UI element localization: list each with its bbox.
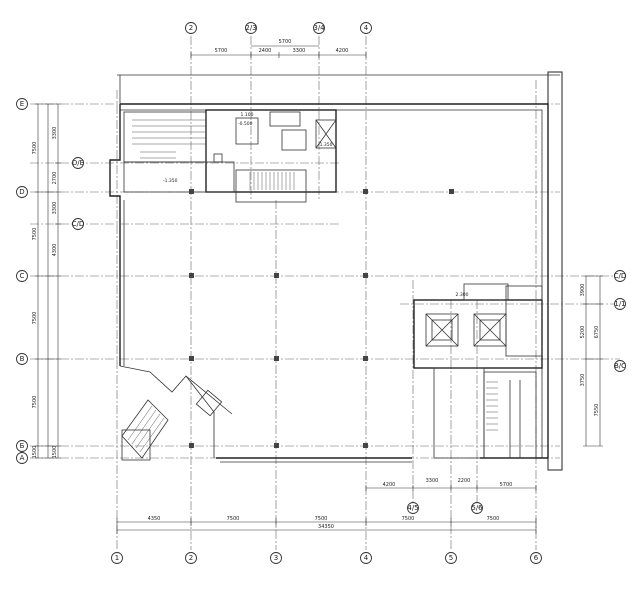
dimension-bottom: 4350 7500 7500 7500 7500 34350 4200 3300… <box>116 478 537 534</box>
dim-bottom-4: 7500 <box>402 516 415 522</box>
svg-text:3/4: 3/4 <box>313 24 325 32</box>
svg-text:5/6: 5/6 <box>471 504 483 512</box>
svg-text:C/D: C/D <box>614 272 627 280</box>
dim-left-2: 7500 <box>32 228 38 241</box>
axis-bubble-top-3-4: 3/4 <box>313 22 325 34</box>
dim-top-overall: 5700 <box>279 39 292 45</box>
dim-left-inner-2: 2700 <box>52 172 58 185</box>
level-label-3: -1.350 <box>318 142 333 148</box>
svg-text:1: 1 <box>115 554 119 562</box>
svg-text:D: D <box>19 188 24 196</box>
dim-right-1: 3900 <box>580 284 586 297</box>
svg-text:4: 4 <box>364 24 369 32</box>
axis-bubble-bottom-4: 4 <box>360 552 372 564</box>
axis-bubble-bottom-2: 2 <box>185 552 197 564</box>
dim-left-5: 1500 <box>32 446 38 459</box>
axis-bubble-bottom-5: 5 <box>445 552 457 564</box>
structural-columns <box>189 189 454 448</box>
dim-bottom-5: 7500 <box>487 516 500 522</box>
axis-bubble-right-1-1: 1/1 <box>614 298 626 310</box>
dim-lower-2: 3300 <box>426 478 439 484</box>
axis-bubble-mid-4-5: 4/5 <box>407 502 419 514</box>
axis-bubble-bottom-3: 3 <box>270 552 282 564</box>
right-core <box>413 283 543 459</box>
dim-left-inner-4: 4300 <box>52 244 58 257</box>
axis-bubble-right-C-D: C/D <box>614 270 627 282</box>
dim-right-4: 3750 <box>580 374 586 387</box>
axis-bubble-left-D-E: D/E <box>72 157 84 169</box>
dim-top-3: 3300 <box>293 48 306 54</box>
dim-bottom-2: 7500 <box>227 516 240 522</box>
dim-left-1: 7500 <box>32 142 38 155</box>
svg-text:D/E: D/E <box>72 159 84 167</box>
dimension-left: 7500 7500 7500 7500 1500 3300 2700 3300 … <box>32 103 61 459</box>
axis-bubble-left-E: E <box>16 98 28 110</box>
svg-text:C/D: C/D <box>72 220 85 228</box>
axis-bubble-left-Б: Б <box>16 440 28 452</box>
dim-lower-4: 5700 <box>500 482 513 488</box>
dim-top-1: 5700 <box>215 48 228 54</box>
grid-axes-vertical <box>116 36 537 550</box>
svg-text:2/3: 2/3 <box>245 24 256 32</box>
axis-bubble-left-D: D <box>16 186 28 198</box>
axis-bubble-top-2: 2 <box>185 22 197 34</box>
svg-text:3: 3 <box>274 554 278 562</box>
svg-text:Б: Б <box>20 442 25 450</box>
dim-left-inner-1: 3300 <box>52 127 58 140</box>
dim-bottom-1: 4350 <box>148 516 161 522</box>
dim-lower-1: 4200 <box>383 482 396 488</box>
axis-bubble-top-4: 4 <box>360 22 372 34</box>
axis-bubble-left-C: C <box>16 270 28 282</box>
svg-text:2: 2 <box>189 24 193 32</box>
axis-bubble-mid-5-6: 5/6 <box>471 502 483 514</box>
svg-text:B: B <box>20 355 25 363</box>
svg-text:C: C <box>20 272 25 280</box>
room-tag-a: 1.100 <box>241 112 254 118</box>
dim-top-4: 4200 <box>336 48 349 54</box>
axis-bubble-top-2-3: 2/3 <box>245 22 257 34</box>
level-label-2: -0.500 <box>238 121 253 127</box>
axis-bubble-left-C-D: C/D <box>72 218 85 230</box>
svg-text:1/1: 1/1 <box>614 300 625 308</box>
dim-left-inner-5: 1500 <box>52 446 58 459</box>
svg-text:5: 5 <box>449 554 453 562</box>
dimension-right: 3900 5200 6750 3750 7550 <box>580 275 603 447</box>
axis-bubble-bottom-1: 1 <box>111 552 123 564</box>
svg-text:2: 2 <box>189 554 193 562</box>
dim-left-3: 7500 <box>32 312 38 325</box>
dim-right-3: 6750 <box>594 326 600 339</box>
room-tag-b: 2.300 <box>456 292 469 298</box>
dim-top-2: 2400 <box>259 48 272 54</box>
svg-text:4/5: 4/5 <box>407 504 418 512</box>
svg-text:A: A <box>20 454 25 462</box>
svg-text:4: 4 <box>364 554 369 562</box>
axis-bubble-bottom-6: 6 <box>530 552 542 564</box>
axis-bubble-left-A: A <box>16 452 28 464</box>
dim-bottom-3: 7500 <box>315 516 328 522</box>
level-label-1: -1.350 <box>163 178 178 184</box>
dim-left-inner-3: 3300 <box>52 202 58 215</box>
axis-bubble-right-B-C: B/C <box>614 360 626 372</box>
svg-text:6: 6 <box>534 554 539 562</box>
svg-text:E: E <box>20 100 24 108</box>
svg-text:B/C: B/C <box>614 362 626 370</box>
lower-left-stair <box>119 365 233 461</box>
dimension-top: 5700 2400 3300 4200 5700 <box>190 39 367 58</box>
dim-left-4: 7500 <box>32 396 38 409</box>
dim-right-2: 5200 <box>580 326 586 339</box>
axis-bubble-left-B: B <box>16 353 28 365</box>
grid-axes-horizontal <box>30 103 620 459</box>
dim-bottom-total: 34350 <box>318 524 334 530</box>
top-core <box>123 109 337 203</box>
dim-right-5: 7550 <box>594 404 600 417</box>
dim-lower-3: 2200 <box>458 478 471 484</box>
